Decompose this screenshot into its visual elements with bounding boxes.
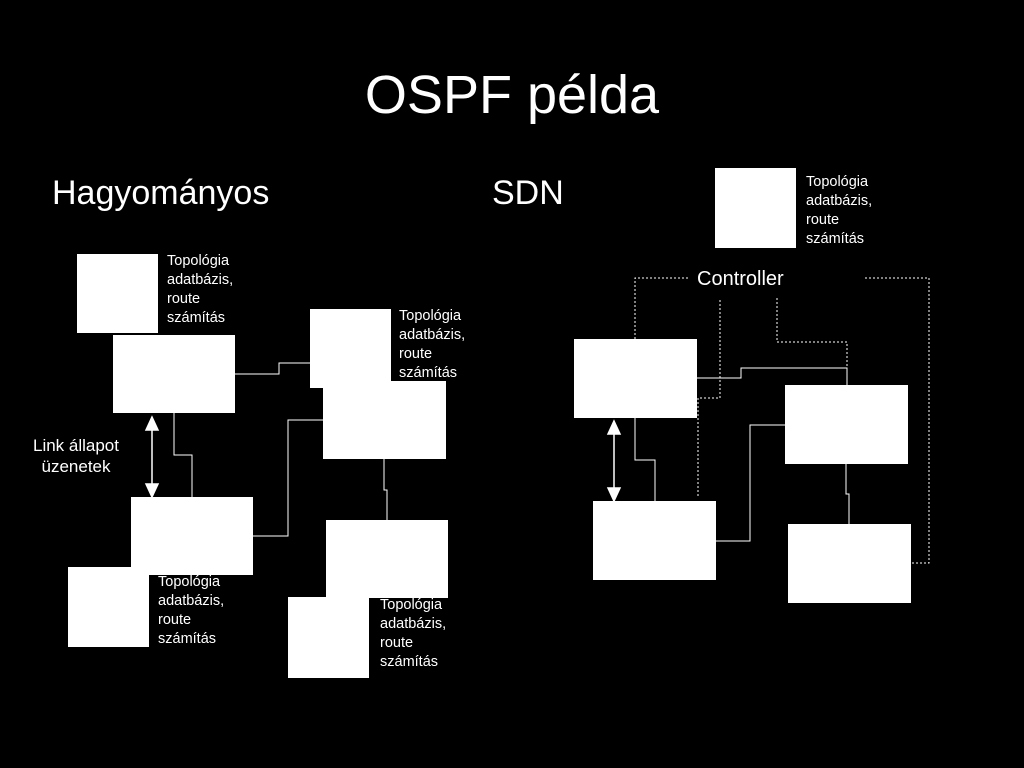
sdn-link-s3-s2 [716, 424, 785, 542]
heading-traditional: Hagyományos [52, 174, 270, 212]
link-r1-r2 [235, 362, 323, 375]
router-box-1 [113, 335, 235, 413]
ctrl-channel-s4 [865, 277, 930, 564]
topology-db-box-2 [310, 309, 391, 388]
topology-label-1: Topológia adatbázis, route számítás [167, 253, 234, 326]
sdn-link-s1-s3 [634, 418, 656, 501]
sdn-switch-box-3 [593, 501, 716, 580]
router-box-3 [131, 497, 253, 575]
ctrl-channel-s2 [776, 298, 848, 385]
controller-topology-label: Topológia adatbázis, route számítás [806, 174, 873, 247]
topology-label-2: Topológia adatbázis, route számítás [399, 308, 466, 381]
router-box-2 [323, 381, 446, 459]
sdn-switch-box-2 [785, 385, 908, 464]
link-r1-r3 [173, 413, 193, 497]
ctrl-channel-s1 [634, 277, 688, 339]
ctrl-channel-s3 [697, 300, 721, 497]
slide-title: OSPF példa [364, 65, 660, 125]
topology-db-box-4 [288, 597, 369, 678]
controller-topology-db-box [715, 168, 796, 248]
sdn-switch-box-4 [788, 524, 911, 603]
topology-label-3: Topológia adatbázis, route számítás [158, 574, 225, 647]
topology-label-4: Topológia adatbázis, route számítás [380, 597, 447, 670]
link-state-label: Link állapot üzenetek [32, 436, 119, 476]
router-box-4 [326, 520, 448, 598]
heading-sdn: SDN [492, 174, 564, 212]
link-r2-r4 [383, 459, 388, 520]
sdn-link-s2-s4 [845, 464, 850, 524]
link-r3-r2 [253, 419, 323, 537]
topology-db-box-1 [77, 254, 158, 333]
controller-label: Controller [697, 268, 784, 290]
sdn-switch-box-1 [574, 339, 697, 418]
topology-db-box-3 [68, 567, 149, 647]
